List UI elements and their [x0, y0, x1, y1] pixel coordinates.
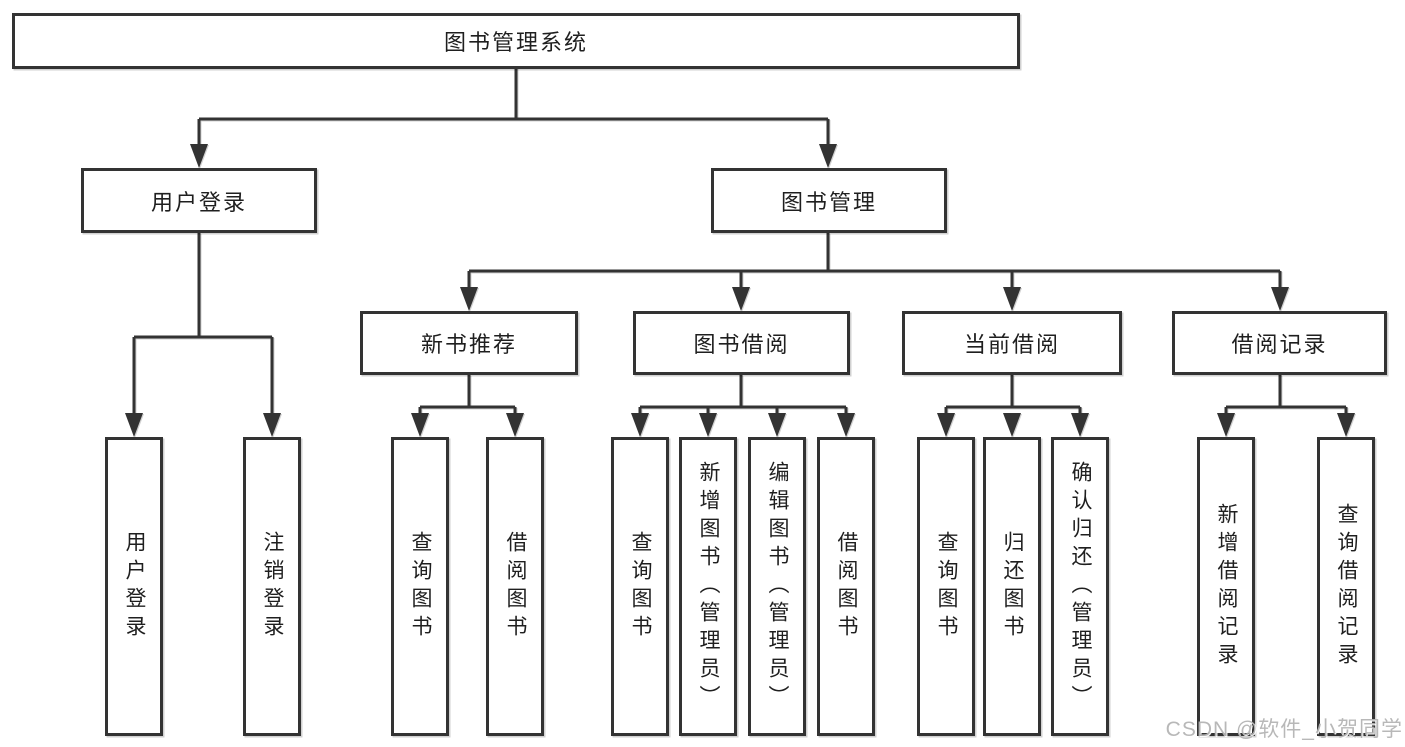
node-current-borrowing: 当前借阅 [902, 311, 1122, 375]
node-book-management: 图书管理 [711, 168, 947, 233]
leaf-label: 查询图书 [935, 530, 958, 643]
node-label: 用户登录 [150, 189, 247, 215]
leaf-label: 查询借阅记录 [1335, 502, 1358, 671]
leaf-query-books-current: 查询图书 [917, 437, 975, 736]
leaf-query-books-borrowing: 查询图书 [611, 437, 669, 736]
leaf-label: 借阅图书 [504, 530, 527, 643]
leaf-edit-books-admin: 编辑图书（管理员） [748, 437, 806, 736]
node-label: 当前借阅 [963, 332, 1060, 357]
node-library-system: 图书管理系统 [12, 13, 1020, 69]
tree-edges [132, 68, 1348, 415]
node-new-book-recommendation: 新书推荐 [360, 311, 578, 375]
leaf-label: 注销登录 [261, 530, 284, 643]
leaf-query-books-recommend: 查询图书 [391, 437, 449, 736]
leaf-label: 归还图书 [1001, 530, 1024, 643]
leaf-label: 编辑图书（管理员） [766, 460, 789, 713]
leaf-confirm-return-admin: 确认归还（管理员） [1051, 437, 1109, 736]
leaf-add-borrow-record: 新增借阅记录 [1197, 437, 1255, 736]
leaf-query-borrow-record: 查询借阅记录 [1317, 437, 1375, 736]
node-book-borrowing: 图书借阅 [633, 311, 850, 375]
arrowheads [125, 144, 1355, 437]
leaf-return-books: 归还图书 [983, 437, 1041, 736]
leaf-label: 查询图书 [409, 530, 432, 643]
leaf-user-login: 用户登录 [105, 437, 163, 736]
node-label: 借阅记录 [1231, 332, 1328, 357]
leaf-label: 确认归还（管理员） [1069, 460, 1092, 713]
leaf-label: 查询图书 [629, 530, 652, 643]
leaf-add-books-admin: 新增图书（管理员） [679, 437, 737, 736]
node-user-login: 用户登录 [81, 168, 317, 233]
leaf-logout: 注销登录 [243, 437, 301, 736]
node-borrowing-records: 借阅记录 [1172, 311, 1387, 375]
leaf-label: 用户登录 [123, 530, 146, 643]
leaf-label: 新增借阅记录 [1215, 502, 1238, 671]
csdn-watermark: CSDN @软件_小贺同学 [1165, 718, 1403, 741]
leaf-label: 借阅图书 [835, 530, 858, 643]
node-label: 图书借阅 [693, 332, 790, 357]
leaf-label: 新增图书（管理员） [697, 460, 720, 713]
node-label: 图书管理 [780, 189, 877, 215]
leaf-borrow-books-recommend: 借阅图书 [486, 437, 544, 736]
node-label: 新书推荐 [420, 332, 517, 357]
node-label: 图书管理系统 [443, 30, 588, 55]
leaf-borrow-books: 借阅图书 [817, 437, 875, 736]
